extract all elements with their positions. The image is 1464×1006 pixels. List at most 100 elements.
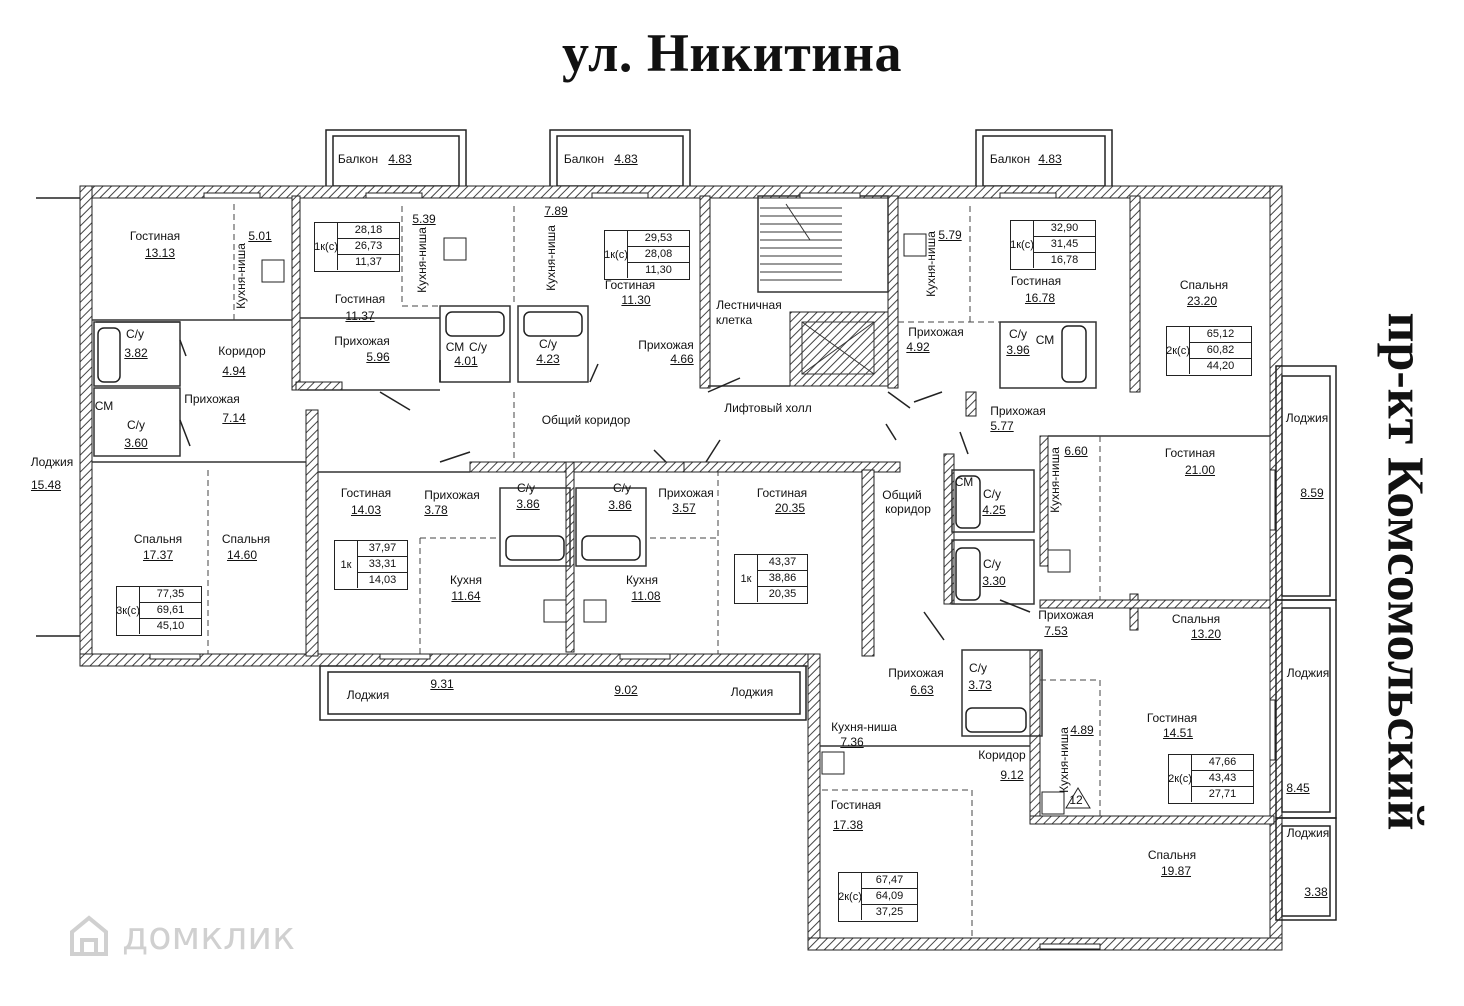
room-area: 3.82 bbox=[124, 346, 148, 360]
room-area: 9.31 bbox=[430, 677, 454, 691]
room-label: Прихожая bbox=[990, 404, 1046, 418]
room-label: Прихожая bbox=[638, 338, 694, 352]
room-label: Лоджия bbox=[1286, 826, 1330, 840]
room-area: 9.02 bbox=[614, 683, 638, 697]
apartment-living-area: 44,20 bbox=[1206, 360, 1235, 372]
room-label: Кухня-ниша bbox=[1057, 727, 1071, 793]
apartment-type: 1к(с) bbox=[604, 248, 628, 261]
room-area: 17.38 bbox=[832, 818, 864, 832]
washer-label: СМ bbox=[954, 475, 974, 489]
room-label: Кухня-ниша bbox=[831, 720, 897, 734]
room-area: 4.83 bbox=[388, 152, 412, 166]
apartment-area-no-balcony: 28,08 bbox=[628, 247, 689, 263]
apartment-living-area: 11,37 bbox=[355, 256, 382, 268]
room-label: Лоджия bbox=[1285, 411, 1329, 425]
room-label: Гостиная bbox=[1146, 711, 1198, 725]
room-area: 8.45 bbox=[1286, 781, 1310, 795]
apartment-living-area: 11,30 bbox=[645, 264, 672, 276]
room-area: 16.78 bbox=[1024, 291, 1056, 305]
apartment-area-no-balcony: 33,31 bbox=[358, 557, 407, 573]
room-label: Прихожая bbox=[184, 392, 240, 406]
apartment-total-area: 28,18 bbox=[338, 223, 399, 239]
dashed-lines bbox=[207, 204, 1101, 938]
apartment-total-area: 37,97 bbox=[358, 541, 407, 557]
apartment-area-no-balcony: 31,45 bbox=[1034, 237, 1095, 253]
room-label: С/у bbox=[517, 481, 535, 495]
room-label: Гостиная bbox=[129, 229, 181, 243]
apartment-area-no-balcony: 60,82 bbox=[1190, 343, 1251, 359]
room-label: Прихожая bbox=[658, 486, 714, 500]
room-area: 3.78 bbox=[424, 503, 448, 517]
room-area: 4.89 bbox=[1070, 723, 1094, 737]
apartment-living-area: 20,35 bbox=[768, 588, 797, 600]
room-label: Гостиная bbox=[756, 486, 808, 500]
street-name-side: пр-кт Комсомольский bbox=[1376, 312, 1434, 831]
room-area: 19.87 bbox=[1160, 864, 1192, 878]
room-label: Спальня bbox=[1147, 848, 1197, 862]
room-area: 11.64 bbox=[451, 589, 481, 603]
room-label: Общий bbox=[882, 488, 922, 502]
room-label: Кухня-ниша bbox=[924, 231, 938, 297]
stoves bbox=[261, 233, 1071, 815]
room-area: 7.36 bbox=[840, 735, 864, 749]
room-label: Кухня bbox=[625, 573, 659, 587]
apartment-type: 3к(с) bbox=[116, 604, 140, 617]
room-label: Прихожая bbox=[888, 666, 944, 680]
room-label: С/у bbox=[983, 557, 1001, 571]
room-area: 5.39 bbox=[412, 212, 436, 226]
room-area: 4.25 bbox=[982, 503, 1006, 517]
apartment-total-area: 77,35 bbox=[140, 587, 201, 603]
room-area: 5.96 bbox=[366, 350, 390, 364]
room-area: 3.60 bbox=[124, 436, 148, 450]
room-label: Коридор bbox=[218, 344, 266, 358]
house-icon bbox=[70, 915, 108, 956]
room-area: 7.14 bbox=[222, 411, 246, 425]
room-label: Гостиная bbox=[1010, 274, 1062, 288]
room-area: 9.12 bbox=[1000, 768, 1024, 782]
room-area: 7.53 bbox=[1044, 624, 1068, 638]
room-label: Гостиная bbox=[1164, 446, 1216, 460]
bathtubs bbox=[97, 311, 1087, 733]
apartment-type: 2к(с) bbox=[1168, 772, 1192, 785]
washer-label: СМ bbox=[445, 340, 465, 354]
apartment-living-area: 45,10 bbox=[156, 620, 185, 632]
room-label: Спальня bbox=[1179, 278, 1229, 292]
apartment-type: 2к(с) bbox=[1166, 344, 1190, 357]
room-area: 6.60 bbox=[1064, 444, 1088, 458]
apartment-total-area: 65,12 bbox=[1190, 327, 1251, 343]
room-area: 4.83 bbox=[1038, 152, 1062, 166]
room-area: 11.37 bbox=[345, 309, 375, 323]
room-label: Кухня-ниша bbox=[234, 243, 248, 309]
room-area: 13.13 bbox=[144, 246, 176, 260]
apartment-living-area: 16,78 bbox=[1050, 254, 1079, 266]
room-area: 3.86 bbox=[516, 497, 540, 511]
room-label: Кухня-ниша bbox=[415, 227, 429, 293]
room-area: 13.20 bbox=[1190, 627, 1222, 641]
room-label: С/у bbox=[127, 418, 145, 432]
apartment-area-no-balcony: 69,61 bbox=[140, 603, 201, 619]
room-label: Кухня-ниша bbox=[544, 225, 558, 291]
room-area: 5.79 bbox=[938, 228, 962, 242]
room-label: Лоджия bbox=[346, 688, 390, 702]
room-label: Лоджия bbox=[1286, 666, 1330, 680]
doors bbox=[179, 339, 1031, 641]
room-area: 8.59 bbox=[1300, 486, 1324, 500]
room-label: С/у bbox=[126, 327, 144, 341]
street-name-top: ул. Никитина bbox=[561, 23, 903, 83]
room-label: Кухня bbox=[449, 573, 483, 587]
apartment-total-area: 32,90 bbox=[1034, 221, 1095, 237]
room-label: Прихожая bbox=[1038, 608, 1094, 622]
room-label: С/у bbox=[469, 340, 487, 354]
apartment-area-no-balcony: 26,73 bbox=[338, 239, 399, 255]
room-label: клетка bbox=[715, 313, 753, 327]
room-label: С/у bbox=[613, 481, 631, 495]
room-label: Прихожая bbox=[334, 334, 390, 348]
room-area: 3.96 bbox=[1006, 343, 1030, 357]
room-area: 14.51 bbox=[1162, 726, 1194, 740]
room-area: 3.30 bbox=[982, 574, 1006, 588]
